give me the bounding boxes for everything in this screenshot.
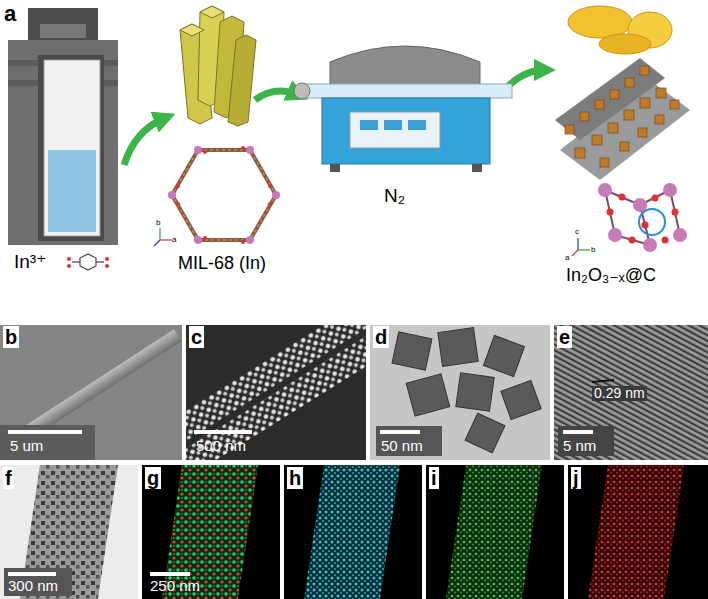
precursor-label: In³⁺ (14, 252, 46, 273)
hrtem-panel (554, 325, 708, 460)
panel-letter: i (429, 467, 439, 489)
crystal-structure (572, 183, 687, 256)
eds-map (284, 465, 422, 599)
sem-panel (186, 325, 366, 460)
lattice-spacing: 0.29 nm (592, 386, 647, 401)
eds-map (142, 465, 280, 599)
process-arrow (124, 118, 165, 165)
eds-map (568, 465, 708, 599)
material-label: MIL-68 (In) (178, 254, 266, 274)
scale-bar-label: 5 um (10, 438, 43, 455)
panel-letter: c (189, 326, 204, 348)
scale-bar-label: 500 nm (196, 438, 246, 455)
panel-letter: a (4, 2, 16, 26)
panel-letter: b (3, 326, 19, 348)
axis-label: b (156, 219, 160, 228)
panel-letter: d (373, 326, 389, 348)
axis-label: c (575, 228, 579, 237)
scale-bar-label: 300 nm (8, 578, 58, 595)
panel-letter: e (557, 326, 572, 348)
autoclave (8, 8, 118, 245)
eds-map (426, 465, 564, 599)
mof-rods (180, 6, 256, 126)
panel-letter: h (287, 467, 303, 489)
product-label: In₂O₃₋ₓ@C (566, 266, 656, 286)
composite-rods (555, 58, 690, 180)
scale-bar-label: 250 nm (150, 578, 200, 595)
tem-panel (0, 465, 138, 599)
framework-pore (154, 146, 280, 246)
axis-label: a (172, 236, 176, 245)
tube-furnace (294, 46, 512, 172)
panel-letter: f (3, 467, 14, 489)
tem-panel (370, 325, 550, 460)
panel-letter: j (571, 467, 581, 489)
axis-label: b (591, 246, 595, 255)
sem-panel (0, 325, 182, 460)
axis-label: a (565, 254, 569, 263)
process-arrow (255, 91, 298, 100)
scale-bar-label: 50 nm (381, 438, 423, 455)
gas-label: N₂ (384, 186, 405, 207)
scale-bar-label: 5 nm (563, 438, 596, 455)
panel-letter: g (145, 467, 161, 489)
linker-molecule (67, 254, 109, 270)
corn-illustration (568, 6, 672, 54)
